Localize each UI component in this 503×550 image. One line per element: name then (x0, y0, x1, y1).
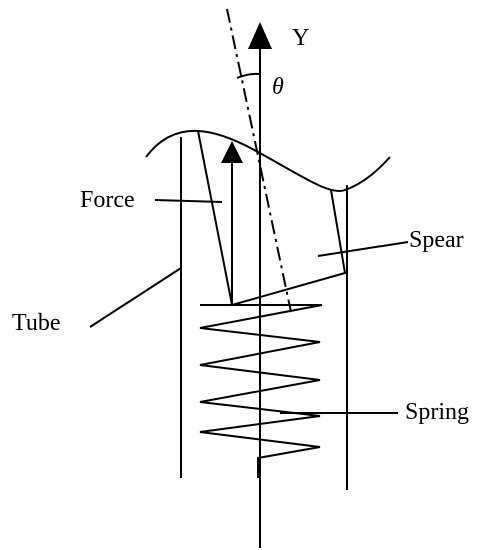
force-label: Force (80, 187, 135, 213)
spring-label: Spring (405, 399, 469, 425)
spear-leader-line (317, 241, 409, 257)
tube-label: Tube (12, 310, 60, 336)
tilted-dashdot-axis (226, 8, 292, 313)
y-axis-arrow-head (248, 22, 272, 49)
force-leader-line (154, 199, 223, 203)
y-axis-label: Y (292, 25, 309, 51)
spear-outline (197, 130, 347, 307)
theta-label: θ (272, 74, 284, 100)
force-arrow-head (221, 141, 243, 163)
tube-leader-line (89, 267, 182, 328)
theta-angle-arc (236, 72, 261, 79)
spear-label: Spear (409, 227, 464, 253)
spring-zigzag (199, 304, 323, 478)
wavy-surface-curve (145, 129, 391, 192)
